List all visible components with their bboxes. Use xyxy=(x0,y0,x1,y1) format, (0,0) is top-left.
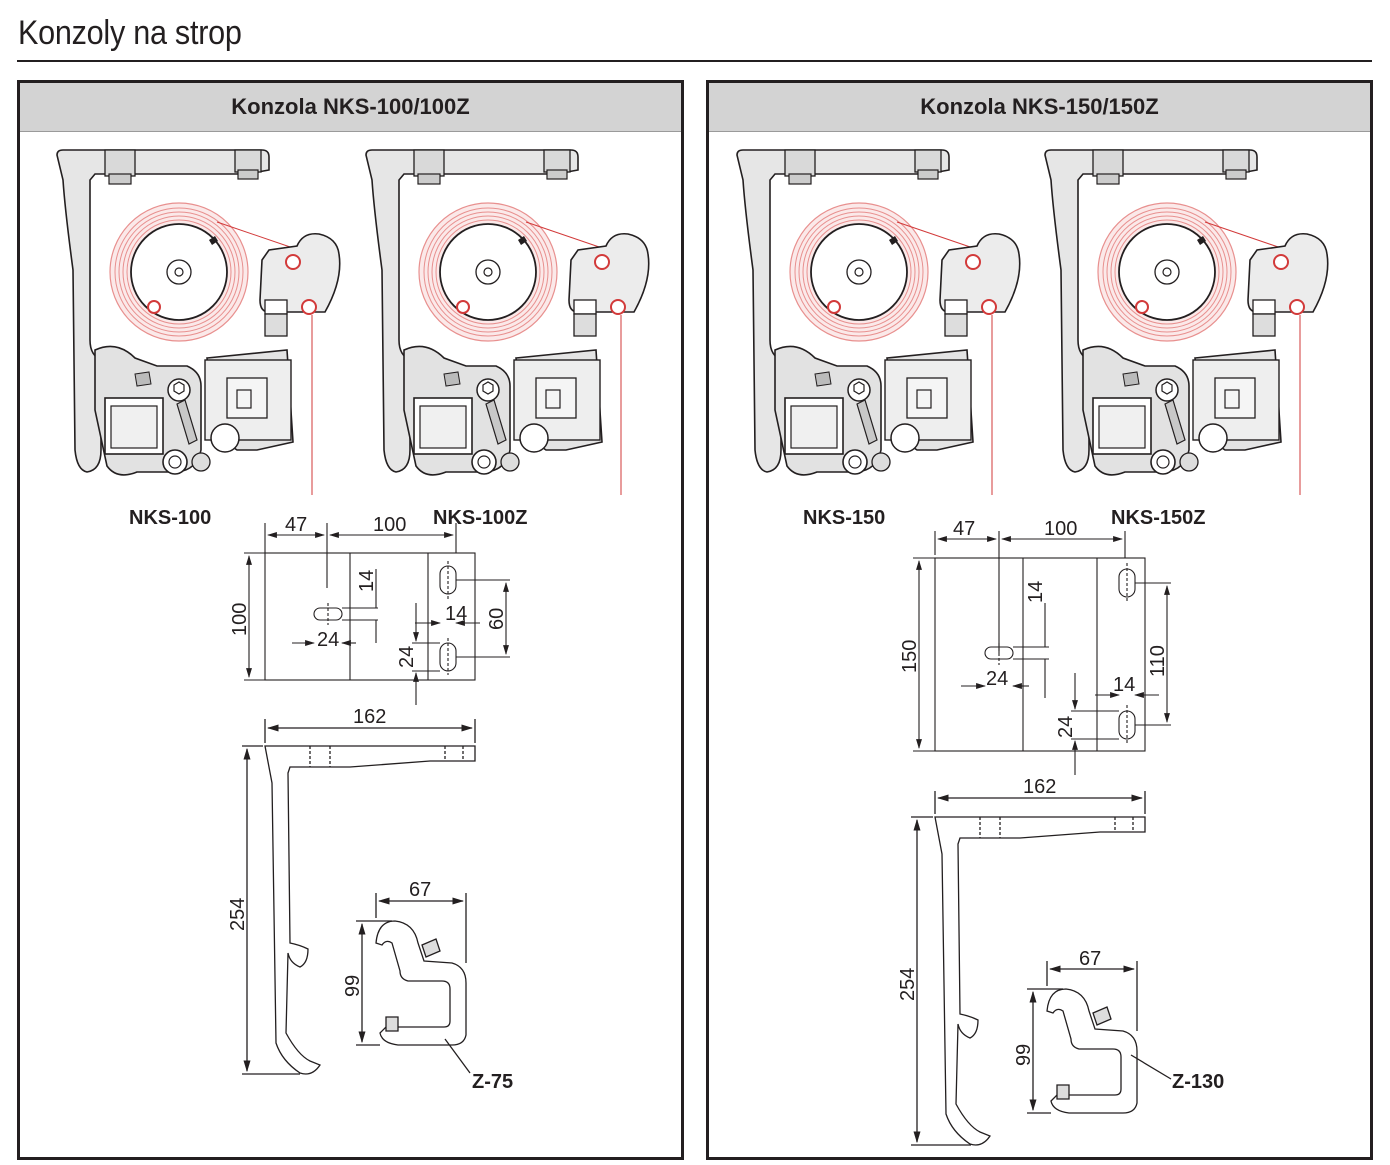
mounting-plate-drawing xyxy=(913,531,1171,775)
dim-100-top: 100 xyxy=(1044,518,1077,540)
dim-60: 60 xyxy=(486,608,508,630)
bracket-profile-drawing xyxy=(242,719,476,1075)
dim-110: 110 xyxy=(1147,645,1169,677)
clamp-label: Z-75 xyxy=(472,1071,513,1093)
mechanism-illustration-2 xyxy=(1044,149,1329,496)
dim-100-height: 100 xyxy=(229,603,251,636)
dim-162: 162 xyxy=(1023,776,1056,798)
panel-header: Konzola NKS-150/150Z xyxy=(709,83,1370,132)
dim-254: 254 xyxy=(897,968,919,1001)
dim-14-b: 14 xyxy=(445,603,467,625)
dim-14-a: 14 xyxy=(1025,581,1047,603)
clamp-profile-drawing xyxy=(356,893,471,1074)
model-label-1: NKS-100 xyxy=(129,507,211,529)
panel-drawing: NKS-100 NKS-100Z xyxy=(56,149,650,1093)
dim-24-a: 24 xyxy=(317,629,339,651)
dim-99: 99 xyxy=(1013,1044,1035,1066)
dim-150-height: 150 xyxy=(899,640,921,673)
panel-nks-150: Konzola NKS-150/150Z NKS-150 NKS-150Z xyxy=(706,80,1373,1160)
dim-162: 162 xyxy=(353,706,386,728)
dim-47: 47 xyxy=(953,518,975,540)
dim-67: 67 xyxy=(409,879,431,901)
dim-14-b: 14 xyxy=(1113,674,1135,696)
dim-47: 47 xyxy=(285,514,307,536)
dim-24-b: 24 xyxy=(396,646,418,668)
mounting-plate-drawing xyxy=(244,523,510,705)
clamp-profile-drawing xyxy=(1027,961,1172,1114)
dim-67: 67 xyxy=(1079,948,1101,970)
mechanism-illustration-1 xyxy=(736,149,1021,496)
model-label-1: NKS-150 xyxy=(803,507,885,529)
panel-drawing: NKS-150 NKS-150Z xyxy=(736,149,1329,1146)
clamp-label: Z-130 xyxy=(1172,1071,1224,1093)
dim-14-a: 14 xyxy=(356,570,378,592)
dim-99: 99 xyxy=(342,975,364,997)
mechanism-illustration-1 xyxy=(56,149,341,496)
dim-100-top: 100 xyxy=(373,514,406,536)
dim-254: 254 xyxy=(227,898,249,931)
page-title: Konzoly na strop xyxy=(18,14,242,52)
model-label-2: NKS-150Z xyxy=(1111,507,1205,529)
bracket-profile-drawing xyxy=(911,791,1146,1146)
dim-24-a: 24 xyxy=(986,668,1008,690)
model-label-2: NKS-100Z xyxy=(433,507,527,529)
mechanism-illustration-2 xyxy=(365,149,650,496)
panel-header: Konzola NKS-100/100Z xyxy=(20,83,681,132)
panel-nks-100: Konzola NKS-100/100Z xyxy=(17,80,684,1160)
title-rule xyxy=(17,60,1372,62)
dim-24-b: 24 xyxy=(1055,716,1077,738)
